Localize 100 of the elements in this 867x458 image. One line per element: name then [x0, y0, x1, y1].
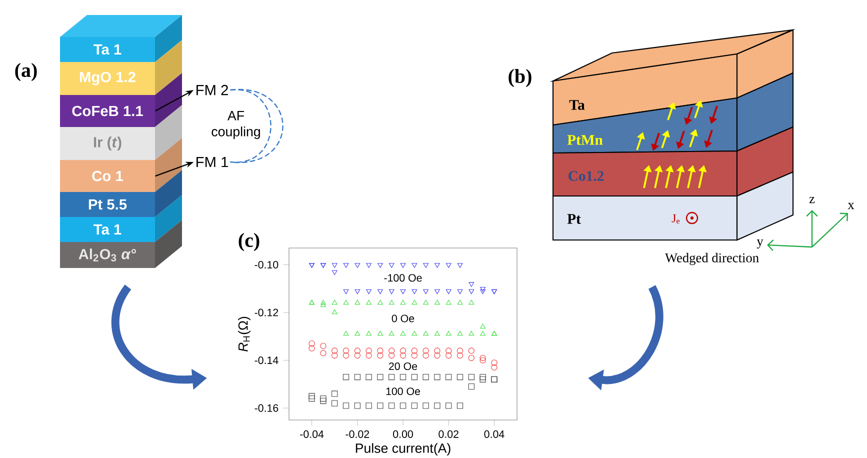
point	[377, 348, 384, 354]
point	[342, 348, 350, 354]
y-tick-label: -0.12	[254, 308, 278, 316]
point	[354, 402, 360, 409]
point	[423, 263, 429, 268]
series-label: 20 Oe	[389, 362, 418, 370]
point	[491, 360, 498, 366]
point	[468, 282, 474, 287]
point	[434, 263, 440, 268]
point	[468, 330, 474, 336]
layer-block: Ta 1	[60, 37, 155, 62]
point	[468, 354, 474, 361]
point	[354, 374, 360, 380]
point	[400, 300, 406, 305]
point	[332, 263, 338, 268]
point	[411, 374, 418, 380]
layer-label: Pt	[567, 214, 581, 224]
point	[468, 289, 474, 294]
point	[378, 263, 383, 268]
point	[446, 330, 452, 336]
layer-label: Ta	[569, 100, 585, 110]
point	[434, 352, 440, 359]
x-tick-label: -0.04	[300, 430, 324, 438]
layer-block: Ta 1	[60, 217, 155, 242]
point	[343, 263, 349, 268]
point	[400, 374, 406, 380]
point	[434, 289, 440, 294]
direction-caption: Wedged direction	[665, 252, 759, 266]
point	[377, 352, 384, 359]
series-label: 0 Oe	[392, 314, 414, 322]
point	[308, 393, 315, 400]
point	[480, 330, 486, 336]
point	[320, 300, 326, 305]
series-label: -100 Oe	[384, 274, 422, 282]
coupling-arc	[230, 89, 272, 163]
point	[366, 374, 372, 380]
layer-block: Pt 5.5	[60, 192, 155, 217]
point	[434, 402, 440, 409]
point	[354, 352, 360, 359]
layer-block: Al$_{2}$O$_{3}$ α°	[60, 242, 155, 268]
point	[446, 402, 452, 409]
point	[320, 342, 326, 350]
point	[422, 374, 429, 380]
point	[388, 263, 394, 268]
point	[446, 263, 452, 268]
point	[388, 352, 395, 359]
point	[320, 350, 326, 356]
point	[412, 263, 418, 268]
point	[457, 263, 463, 268]
y-axis-title: R$_{H}$(Ω)	[238, 316, 250, 352]
point	[354, 289, 360, 294]
point	[422, 352, 429, 359]
layer-block: CoFeB 1.1	[60, 95, 155, 127]
point	[434, 348, 440, 354]
current-label: J$_{e}$	[672, 214, 680, 224]
point	[457, 289, 463, 294]
point	[377, 402, 384, 409]
point	[388, 402, 395, 409]
point	[332, 390, 338, 397]
layer-label: FM 1	[196, 156, 228, 168]
point	[343, 300, 349, 305]
point	[354, 330, 360, 336]
point	[480, 324, 486, 329]
point	[412, 289, 418, 294]
panel-label: (b)	[508, 68, 532, 88]
point	[366, 352, 372, 359]
point	[342, 374, 350, 380]
y-tick-label: -0.14	[254, 356, 278, 364]
point	[422, 402, 429, 409]
panel-label: (a)	[15, 62, 37, 82]
point	[412, 330, 418, 336]
point	[320, 398, 326, 404]
point	[378, 300, 383, 305]
point	[480, 376, 486, 382]
point	[411, 352, 418, 359]
point	[366, 330, 372, 336]
point	[366, 263, 372, 268]
axis-label: z	[809, 196, 815, 204]
point	[400, 289, 406, 294]
axis-label: y	[756, 240, 764, 248]
layer-block: MgO 1.2	[60, 62, 155, 95]
point	[308, 395, 315, 402]
point	[456, 348, 464, 354]
point	[366, 348, 372, 354]
point	[354, 263, 360, 268]
point	[354, 348, 360, 354]
point	[308, 340, 315, 347]
point	[377, 374, 384, 380]
point	[480, 357, 486, 364]
layer-block: Ir (t)	[60, 127, 155, 160]
point	[332, 300, 338, 305]
point	[446, 289, 452, 294]
y-tick-label: -0.10	[254, 260, 278, 269]
point	[366, 402, 372, 409]
layer-label: FM 2	[196, 84, 228, 96]
x-tick-label: -0.02	[346, 430, 370, 438]
point	[400, 402, 406, 409]
point	[388, 289, 394, 294]
point	[457, 300, 463, 305]
point	[332, 309, 338, 314]
